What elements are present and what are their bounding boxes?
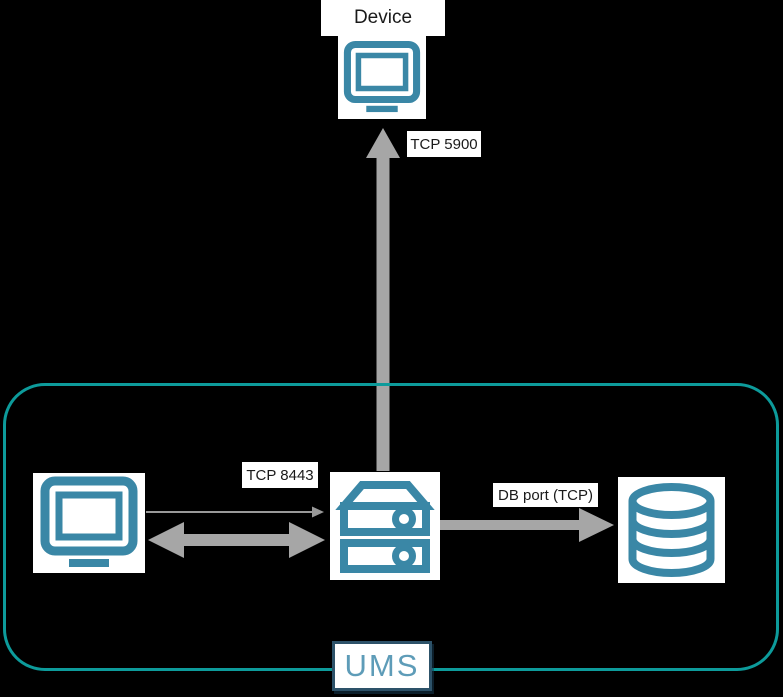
ums-badge-text: UMS xyxy=(344,648,420,683)
database-node xyxy=(618,477,725,583)
server-icon xyxy=(330,472,440,580)
ums-server-node xyxy=(330,472,440,580)
tcp8443-label-text: TCP 8443 xyxy=(246,466,314,484)
tcp8443-label: TCP 8443 xyxy=(242,462,318,488)
database-icon xyxy=(618,477,725,583)
bidirectional-arrow xyxy=(148,522,325,558)
device-label-text: Device xyxy=(353,7,413,28)
tcp5900-label-text: TCP 5900 xyxy=(410,135,478,153)
db-port-label: DB port (TCP) xyxy=(493,483,598,507)
monitor-icon xyxy=(338,36,426,119)
monitor-icon xyxy=(33,473,145,573)
db-port-arrow-right xyxy=(440,508,614,542)
admin-console-node xyxy=(33,473,145,573)
device-node-label: Device xyxy=(321,0,445,36)
tcp8443-arrow-right xyxy=(146,506,324,518)
tcp5900-label: TCP 5900 xyxy=(407,131,481,157)
device-node xyxy=(338,36,426,119)
ums-badge: UMS xyxy=(332,641,432,691)
db-port-label-text: DB port (TCP) xyxy=(497,486,593,504)
tcp5900-arrow-up xyxy=(366,128,400,471)
